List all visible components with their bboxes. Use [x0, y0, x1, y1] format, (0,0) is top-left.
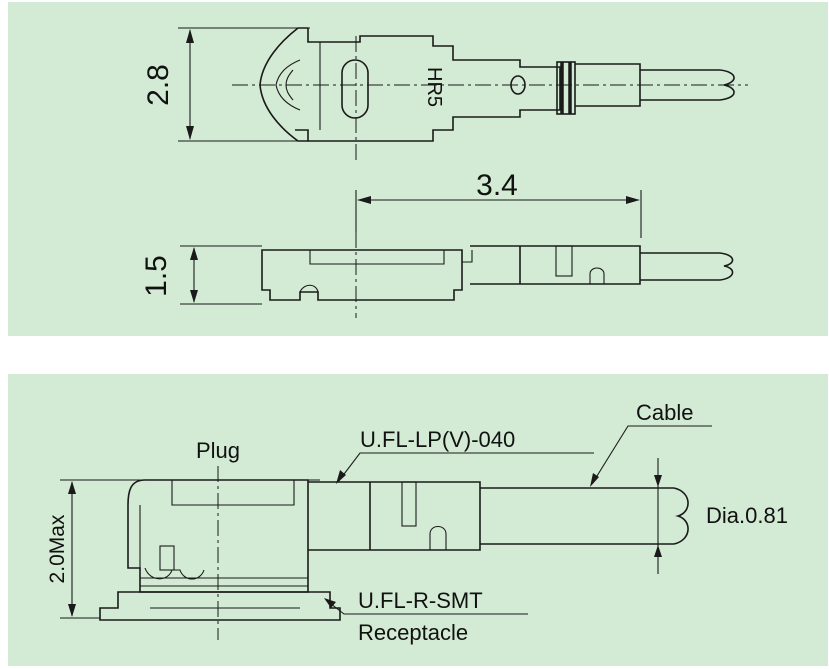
top-view: 2.8 HR5	[142, 27, 748, 160]
max-height-label: 2.0Max	[46, 514, 69, 583]
receptacle-part-label: U.FL-R-SMT	[358, 588, 483, 613]
bottom-panel	[8, 374, 828, 666]
assembly-view: 2.0Max Plug Dia.0.81 U.FL-LP(V)-040 Cabl…	[46, 400, 788, 645]
cable-dia-label: Dia.0.81	[706, 503, 788, 528]
dim-3-4-label: 3.4	[476, 169, 518, 202]
dim-2-8-label: 2.8	[142, 64, 175, 106]
cable-label: Cable	[636, 400, 693, 425]
plug-label: Plug	[196, 438, 240, 463]
receptacle-label: Receptacle	[358, 620, 468, 645]
part-marking-label: HR5	[423, 67, 445, 107]
dim-1-5-label: 1.5	[140, 255, 173, 297]
side-view: 3.4 1.5	[140, 169, 734, 318]
plug-part-label: U.FL-LP(V)-040	[360, 427, 515, 452]
